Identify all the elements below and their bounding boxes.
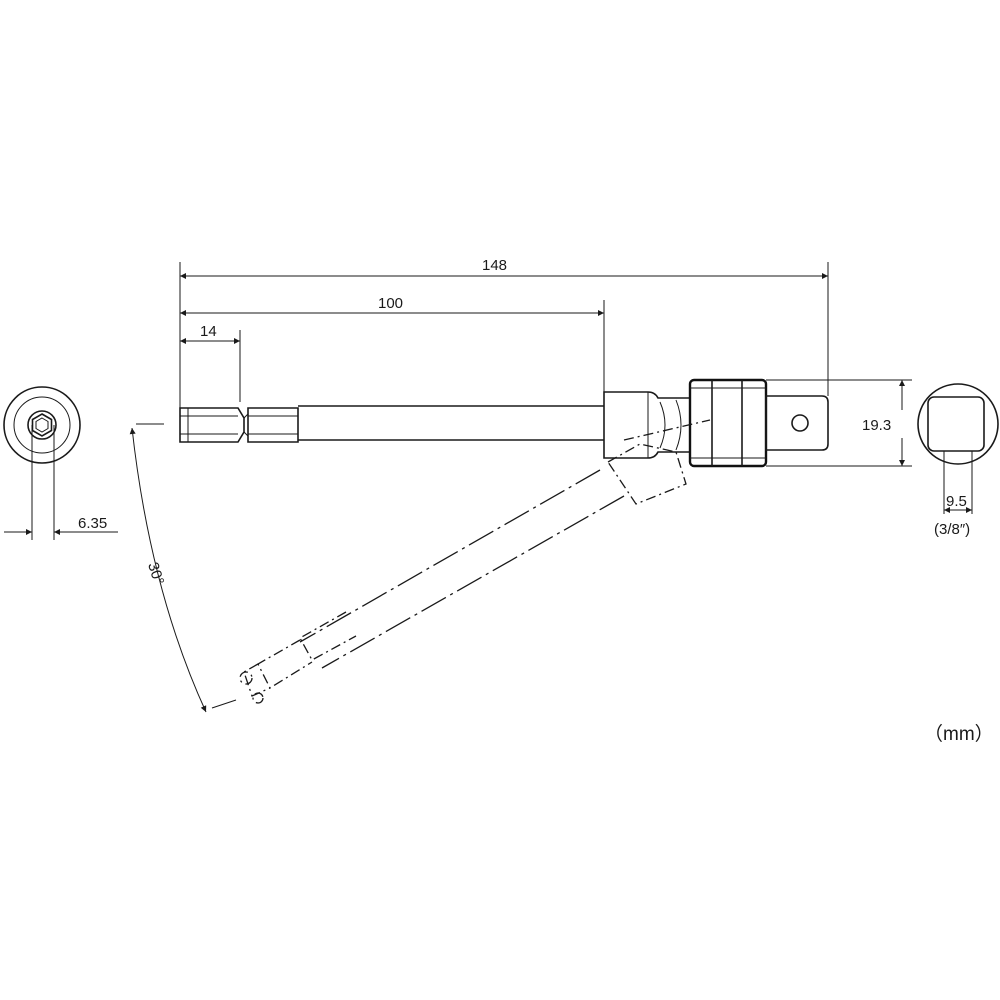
shank-length-label: 100 xyxy=(378,295,403,312)
square-drive-inch-label: (3/8″) xyxy=(934,521,970,538)
square-drive-label: 9.5 xyxy=(946,493,967,510)
hex-tip-length-label: 14 xyxy=(200,323,217,340)
swivel-ghost-view xyxy=(239,419,711,704)
dim-head-diameter xyxy=(766,379,912,467)
dim-overall-length xyxy=(179,262,829,408)
dim-hex-tip xyxy=(180,330,241,402)
shaft-side-view xyxy=(179,378,829,468)
swivel-angle-label: 30° xyxy=(144,560,167,587)
square-end-view xyxy=(917,383,999,514)
hex-end-view xyxy=(3,386,118,540)
head-diameter-label: 19.3 xyxy=(862,417,891,434)
overall-length-label: 148 xyxy=(482,257,507,274)
dim-shank-length xyxy=(180,300,605,392)
hex-size-label: 6.35 xyxy=(78,515,107,532)
unit-label: （mm） xyxy=(924,723,994,745)
dim-swivel-angle xyxy=(129,423,237,713)
